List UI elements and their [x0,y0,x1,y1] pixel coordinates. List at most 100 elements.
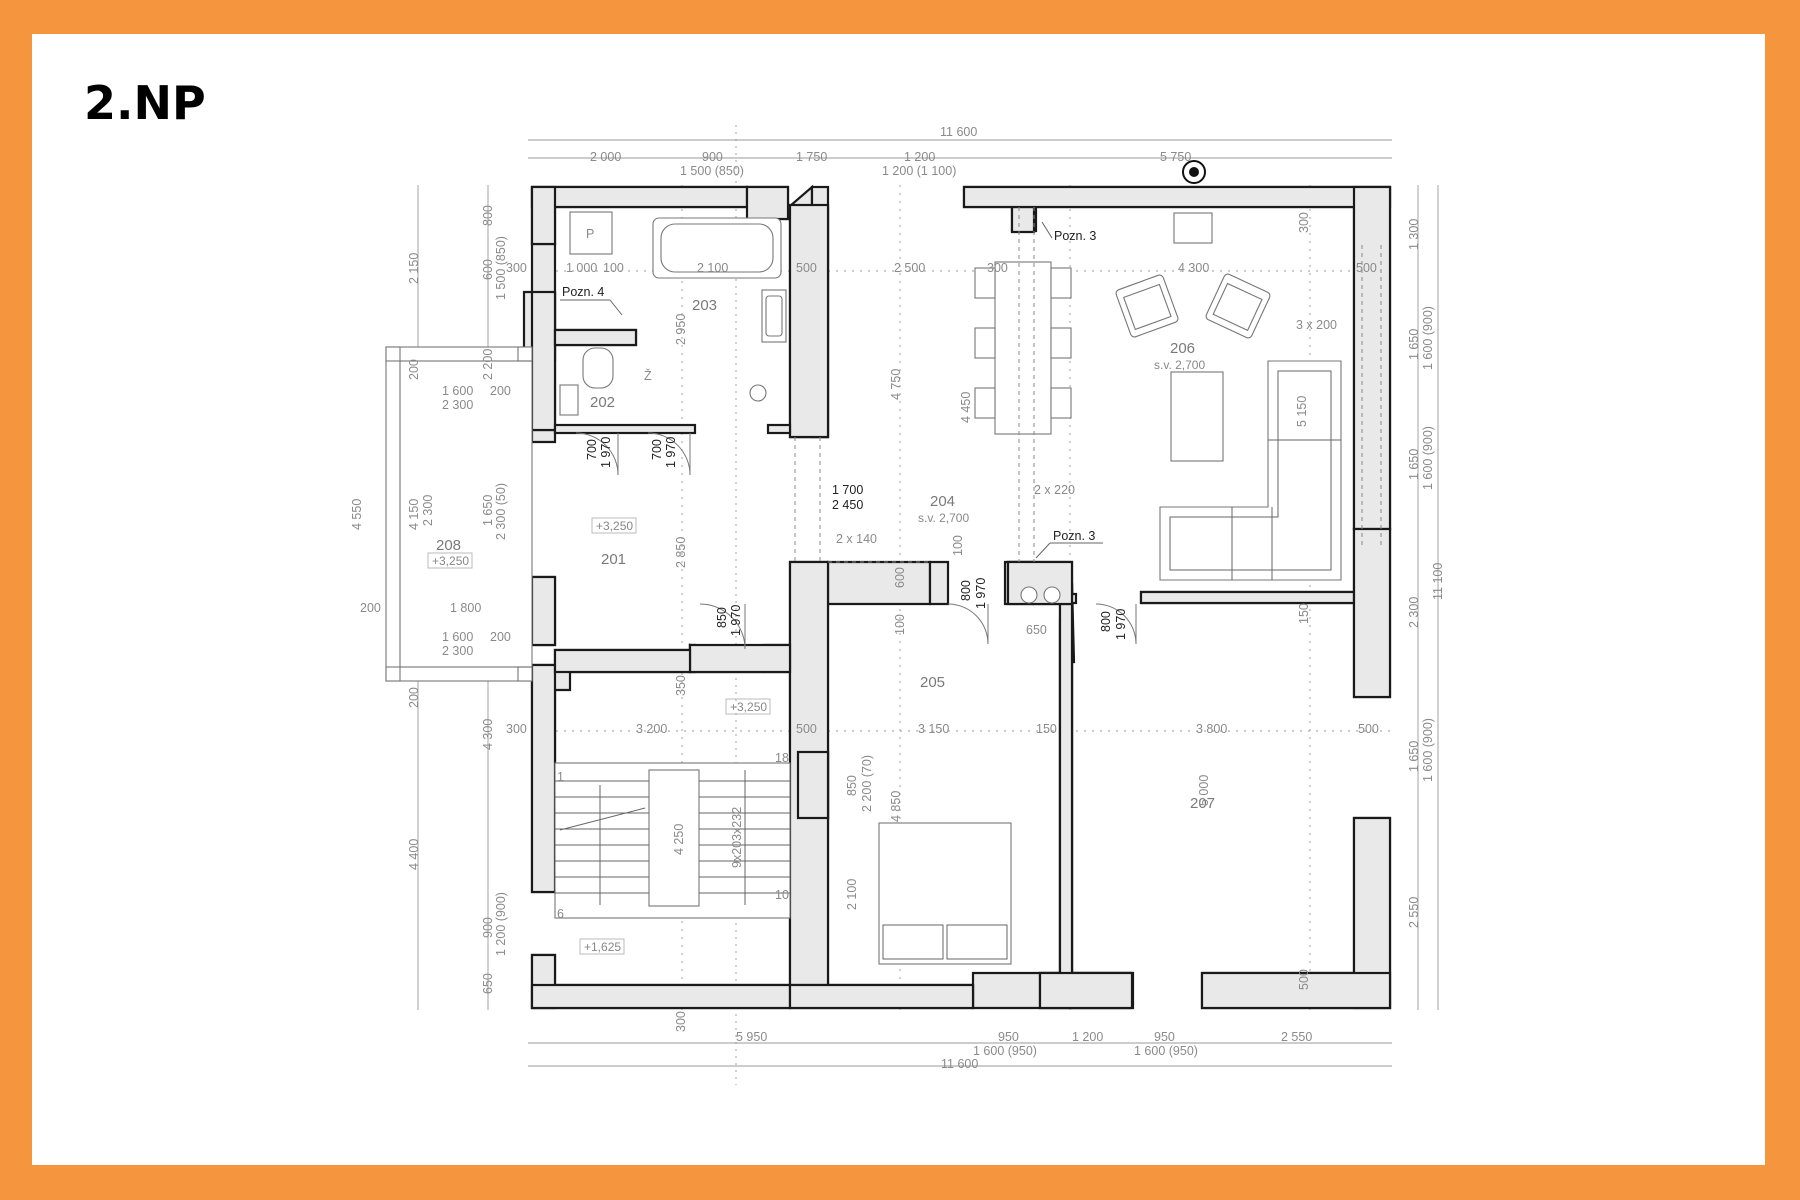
door-1-width: 700 [585,439,599,460]
svg-text:1 200 (1 100): 1 200 (1 100) [882,164,956,178]
dim-top-total: 11 600 [940,125,977,139]
room-208-level: +3,250 [432,554,469,568]
svg-text:200: 200 [490,384,511,398]
svg-text:1 600 (950): 1 600 (950) [1134,1044,1198,1058]
svg-text:900: 900 [702,150,723,164]
dining-table [994,261,1052,435]
svg-text:1 650: 1 650 [481,495,495,526]
svg-text:2 x 220: 2 x 220 [1034,483,1075,497]
svg-text:1 970: 1 970 [1114,609,1128,640]
svg-text:1 500 (850): 1 500 (850) [494,236,508,300]
svg-text:1 200: 1 200 [1072,1030,1103,1044]
svg-text:2 100: 2 100 [697,261,728,275]
svg-text:100: 100 [893,614,907,635]
svg-text:300: 300 [987,261,1008,275]
stair-top-mark: 18 [775,751,789,765]
svg-text:2 200: 2 200 [481,349,495,380]
svg-text:900: 900 [481,917,495,938]
svg-text:5 000: 5 000 [1197,775,1211,806]
svg-text:2 450: 2 450 [832,498,863,512]
floor-title: 2.NP [84,76,206,130]
dimension-text: 11 600 2 000 900 1 500 (850) 1 750 1 200… [350,125,1445,1071]
small-basin [559,384,579,416]
svg-text:2 500: 2 500 [894,261,925,275]
svg-text:500: 500 [1358,722,1379,736]
dim-bottom-1: 5 950 [736,1030,767,1044]
svg-text:1 600 (900): 1 600 (900) [1421,306,1435,370]
room-201-label: 201 [601,551,626,568]
corner-sofa [1159,360,1342,581]
svg-text:1 970: 1 970 [599,437,613,468]
door-4-width: 800 [959,580,973,601]
svg-text:100: 100 [603,261,624,275]
svg-text:150: 150 [1297,603,1311,624]
svg-text:4 150: 4 150 [407,499,421,530]
svg-text:200: 200 [407,359,421,380]
toilet [582,347,614,389]
hall-level: +3,250 [730,700,767,714]
chimney-flue [1020,586,1038,604]
svg-text:2 550: 2 550 [1281,1030,1312,1044]
svg-text:1 600 (900): 1 600 (900) [1421,426,1435,490]
svg-text:2 300: 2 300 [442,644,473,658]
svg-text:1 600: 1 600 [442,630,473,644]
svg-text:2 850: 2 850 [674,537,688,568]
svg-text:2 x 140: 2 x 140 [836,532,877,546]
svg-text:1 650: 1 650 [1407,449,1421,480]
svg-text:500: 500 [1297,969,1311,990]
doors [575,207,1382,650]
svg-text:2 300: 2 300 [1407,597,1421,628]
svg-text:4 450: 4 450 [959,392,973,423]
svg-text:600: 600 [893,567,907,588]
svg-text:300: 300 [1297,212,1311,233]
svg-text:5 150: 5 150 [1295,396,1309,427]
svg-text:1 750: 1 750 [796,150,827,164]
svg-text:500: 500 [796,722,817,736]
svg-text:1 300: 1 300 [1407,219,1421,250]
svg-text:650: 650 [481,973,495,994]
svg-text:850: 850 [845,775,859,796]
note-pozn3-bottom: Pozn. 3 [1053,529,1095,543]
svg-text:500: 500 [796,261,817,275]
svg-text:2 300: 2 300 [442,398,473,412]
svg-text:1 500 (850): 1 500 (850) [680,164,744,178]
stair-mark-1: 1 [557,770,564,784]
svg-text:2 300 (50): 2 300 (50) [494,483,508,540]
svg-text:1 650: 1 650 [1407,741,1421,772]
svg-text:1 650: 1 650 [1407,329,1421,360]
room-206-note: s.v. 2,700 [1154,358,1205,372]
wall-overlay [530,185,1392,1010]
room-201-level: +3,250 [596,519,633,533]
svg-text:650: 650 [1026,623,1047,637]
svg-text:2 100: 2 100 [845,879,859,910]
svg-text:1 600: 1 600 [442,384,473,398]
room-204-label: 204 [930,493,955,510]
svg-text:1 600 (900): 1 600 (900) [1421,718,1435,782]
svg-text:1 970: 1 970 [729,605,743,636]
door-5-width: 800 [1099,611,1113,632]
svg-text:350: 350 [674,675,688,696]
svg-text:1 200: 1 200 [904,150,935,164]
door-2-width: 700 [650,439,664,460]
svg-text:4 750: 4 750 [889,369,903,400]
svg-text:1 000: 1 000 [566,261,597,275]
svg-text:1 800: 1 800 [450,601,481,615]
note-pozn3-top: Pozn. 3 [1054,229,1096,243]
room-203-label: 203 [692,297,717,314]
svg-text:300: 300 [674,1011,688,1032]
svg-text:1 970: 1 970 [974,578,988,609]
double-bed [878,822,1012,965]
stair-run: 4 250 [672,824,686,855]
svg-text:4 300: 4 300 [481,719,495,750]
svg-text:200: 200 [360,601,381,615]
svg-text:3 x 200: 3 x 200 [1296,318,1337,332]
dim-top-1: 2 000 [590,150,621,164]
svg-text:4 300: 4 300 [1178,261,1209,275]
svg-text:300: 300 [506,722,527,736]
svg-text:4 400: 4 400 [407,839,421,870]
svg-text:2 550: 2 550 [1407,897,1421,928]
fixtures: P Ž [559,160,1342,965]
stair-mark-6: 6 [557,907,564,921]
svg-text:150: 150 [1036,722,1057,736]
